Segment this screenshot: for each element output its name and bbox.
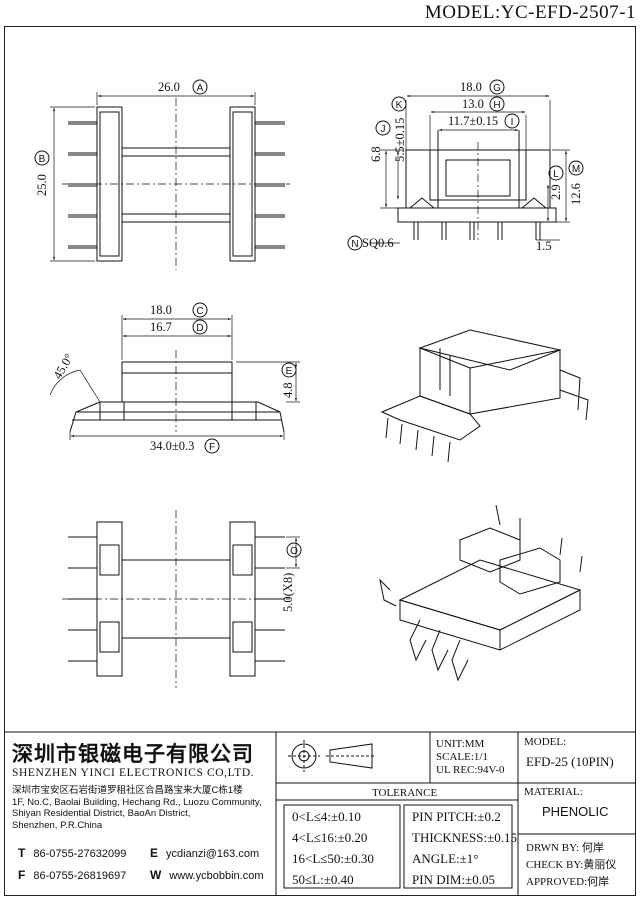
material-value: PHENOLIC <box>542 804 609 819</box>
drawn-by: DRWN BY: 何岸 <box>526 842 604 854</box>
bottom-view <box>62 510 300 688</box>
web-label: W <box>150 868 162 882</box>
model-title: MODEL:YC-EFD-2507-1 <box>424 2 636 23</box>
address-en-3: Shenzhen, P.R.China <box>12 819 103 831</box>
tag-i: I <box>504 113 520 129</box>
dim-end-slot: 11.7±0.15 <box>448 114 498 128</box>
tol-left-2: 4<L≤16:±0.20 <box>292 830 368 845</box>
svg-text:M: M <box>572 164 580 175</box>
dim-end-inner: 13.0 <box>462 97 484 111</box>
fax-line: F 86-0755-26819697 <box>18 868 126 882</box>
tag-b: B <box>34 150 50 166</box>
dim-side-height: 4.8 <box>281 382 295 398</box>
fax-label: F <box>18 868 26 882</box>
tag-j: J <box>375 120 391 136</box>
tag-d: D <box>192 319 208 335</box>
dim-end-h1: 6.8 <box>369 146 383 162</box>
side-view <box>49 315 300 440</box>
address-en-2: Shiyan Residential District, BaoAn Distr… <box>12 808 191 819</box>
tag-m: M <box>568 160 584 176</box>
tel-label: T <box>18 846 26 860</box>
tol-right-2: THICKNESS:±0.15 <box>412 830 518 845</box>
dim-side-inner: 16.7 <box>150 320 172 334</box>
svg-text:L: L <box>553 169 559 180</box>
unit: UNIT:MM <box>436 738 485 750</box>
dim-end-low: 2.9 <box>549 184 563 200</box>
email-label: E <box>150 846 159 860</box>
svg-text:C: C <box>196 306 203 317</box>
dim-end-h2: 5.5±0.15 <box>393 118 407 162</box>
dim-pitch: 5.0(X8) <box>281 573 295 612</box>
tag-n: N <box>347 235 363 251</box>
svg-text:N: N <box>351 239 358 250</box>
tag-k: K <box>391 96 407 112</box>
tol-left-1: 0<L≤4:±0.10 <box>292 809 361 824</box>
tolerance-right: PIN PITCH:±0.2 THICKNESS:±0.15 ANGLE:±1°… <box>412 806 517 890</box>
svg-text:G: G <box>493 83 501 94</box>
dim-top-height: 25.0 <box>35 174 49 196</box>
tol-right-4: PIN DIM:±0.05 <box>412 872 495 887</box>
ul-rec: UL REC:94V-0 <box>436 764 505 776</box>
email-value: ycdianzi@163.com <box>166 848 260 860</box>
tolerance-left: 0<L≤4:±0.10 4<L≤16:±0.20 16<L≤50:±0.30 5… <box>292 806 374 890</box>
tol-right-3: ANGLE:±1° <box>412 851 479 866</box>
company-address: 深圳市宝安区石岩街道罗租社区合昌路宝来大厦C栋1楼 1F, No.C, Baol… <box>12 785 276 831</box>
end-view <box>370 94 570 244</box>
dim-side-width: 18.0 <box>150 303 172 317</box>
svg-text:O: O <box>290 546 298 557</box>
model-label: MODEL: <box>524 736 567 748</box>
company-name-en: SHENZHEN YINCI ELECTRONICS CO,LTD. <box>12 767 255 779</box>
svg-text:E: E <box>286 366 293 377</box>
model-value: EFD-25 (10PIN) <box>526 754 614 769</box>
approval-block: DRWN BY: 何岸 CHECK BY:黄丽仪 APPROVED:何岸 <box>526 840 616 891</box>
dim-pin-len: 1.5 <box>536 239 552 253</box>
tag-l: L <box>548 165 564 181</box>
svg-text:J: J <box>381 124 386 135</box>
svg-text:F: F <box>209 442 215 453</box>
tag-g: G <box>489 79 505 95</box>
tol-left-4: 50≤L:±0.40 <box>292 872 354 887</box>
tel-value: 86-0755-27632099 <box>33 848 127 860</box>
tel-line: T 86-0755-27632099 <box>18 846 126 860</box>
dim-end-total: 12.6 <box>569 183 583 205</box>
company-name-cn: 深圳市银磁电子有限公司 <box>12 742 254 766</box>
dim-side-total: 34.0±0.3 <box>150 439 194 453</box>
address-en-1: 1F, No.C, Baolai Building, Hechang Rd., … <box>12 796 262 808</box>
dim-top-width: 26.0 <box>158 80 180 94</box>
tol-right-1: PIN PITCH:±0.2 <box>412 809 501 824</box>
svg-text:I: I <box>511 117 514 128</box>
isometric-view-top <box>380 329 589 463</box>
svg-text:B: B <box>39 154 46 165</box>
web-value: www.ycbobbin.com <box>169 870 264 882</box>
checked-by: CHECK BY:黄丽仪 <box>526 859 617 871</box>
tag-e: E <box>281 362 297 378</box>
svg-text:D: D <box>196 323 203 334</box>
dim-end-width: 18.0 <box>460 80 482 94</box>
top-view <box>50 92 290 270</box>
material-label: MATERIAL: <box>524 786 583 798</box>
dim-side-angle: 45.0° <box>50 351 76 381</box>
fax-value: 86-0755-26819697 <box>33 870 127 882</box>
tag-o: O <box>286 542 302 558</box>
svg-text:A: A <box>197 83 204 94</box>
tol-left-3: 16<L≤50:±0.30 <box>292 851 374 866</box>
address-cn: 深圳市宝安区石岩街道罗租社区合昌路宝来大厦C栋1楼 <box>12 785 243 796</box>
tag-a: A <box>192 79 208 95</box>
svg-text:K: K <box>396 100 403 111</box>
dim-pin-sq: SQ0.6 <box>362 236 394 250</box>
tag-h: H <box>489 96 505 112</box>
svg-text:H: H <box>493 100 500 111</box>
title-block: 深圳市银磁电子有限公司 SHENZHEN YINCI ELECTRONICS C… <box>4 732 636 896</box>
isometric-view-bottom <box>379 504 583 682</box>
spec-unit-block: UNIT:MM SCALE:1/1 UL REC:94V-0 <box>436 738 505 777</box>
tag-c: C <box>192 302 208 318</box>
tolerance-title: TOLERANCE <box>372 787 438 799</box>
approved-by: APPROVED:何岸 <box>526 876 610 888</box>
scale: SCALE:1/1 <box>436 751 488 763</box>
drawing-frame <box>4 26 636 896</box>
tag-f: F <box>204 438 220 454</box>
